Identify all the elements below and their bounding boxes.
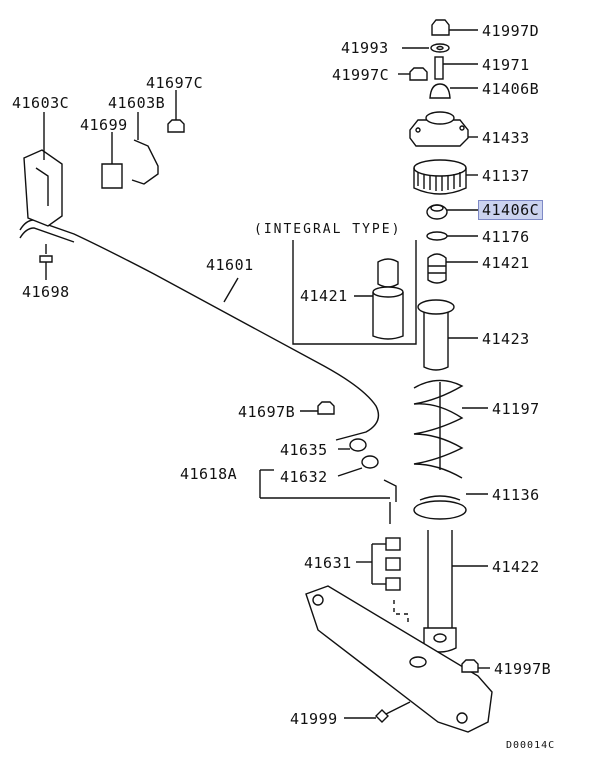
- part-41601-label[interactable]: 41601: [206, 256, 254, 274]
- part-41406B-label[interactable]: 41406B: [482, 80, 540, 98]
- part-41433-label[interactable]: 41433: [482, 129, 530, 147]
- integral-type-label: (INTEGRAL TYPE): [254, 222, 402, 237]
- part-41603B-label[interactable]: 41603B: [108, 94, 166, 112]
- part-41635-label[interactable]: 41635: [280, 441, 328, 459]
- part-41997B-label[interactable]: 41997B: [494, 660, 552, 678]
- part-41699-label[interactable]: 41699: [80, 116, 128, 134]
- part-41421-integral-label[interactable]: 41421: [300, 287, 348, 305]
- part-41421-label[interactable]: 41421: [482, 254, 530, 272]
- part-41698-label[interactable]: 41698: [22, 283, 70, 301]
- part-41697B-label[interactable]: 41697B: [238, 403, 296, 421]
- diagram-code: D00014C: [506, 740, 556, 751]
- part-41999-label[interactable]: 41999: [290, 710, 338, 728]
- part-41197-label[interactable]: 41197: [492, 400, 540, 418]
- part-41423-label[interactable]: 41423: [482, 330, 530, 348]
- part-41997C-label[interactable]: 41997C: [332, 66, 390, 84]
- part-41993-label[interactable]: 41993: [341, 39, 389, 57]
- part-41406C-label[interactable]: 41406C: [478, 200, 544, 220]
- part-41971-label[interactable]: 41971: [482, 56, 530, 74]
- part-41631-label[interactable]: 41631: [304, 554, 352, 572]
- part-41618A-label[interactable]: 41618A: [180, 465, 238, 483]
- part-41997D-label[interactable]: 41997D: [482, 22, 540, 40]
- part-41632-label[interactable]: 41632: [280, 468, 328, 486]
- part-41603C-label[interactable]: 41603C: [12, 94, 70, 112]
- part-41422-label[interactable]: 41422: [492, 558, 540, 576]
- part-41136-label[interactable]: 41136: [492, 486, 540, 504]
- part-41697C-label[interactable]: 41697C: [146, 74, 204, 92]
- part-41176-label[interactable]: 41176: [482, 228, 530, 246]
- part-41137-label[interactable]: 41137: [482, 167, 530, 185]
